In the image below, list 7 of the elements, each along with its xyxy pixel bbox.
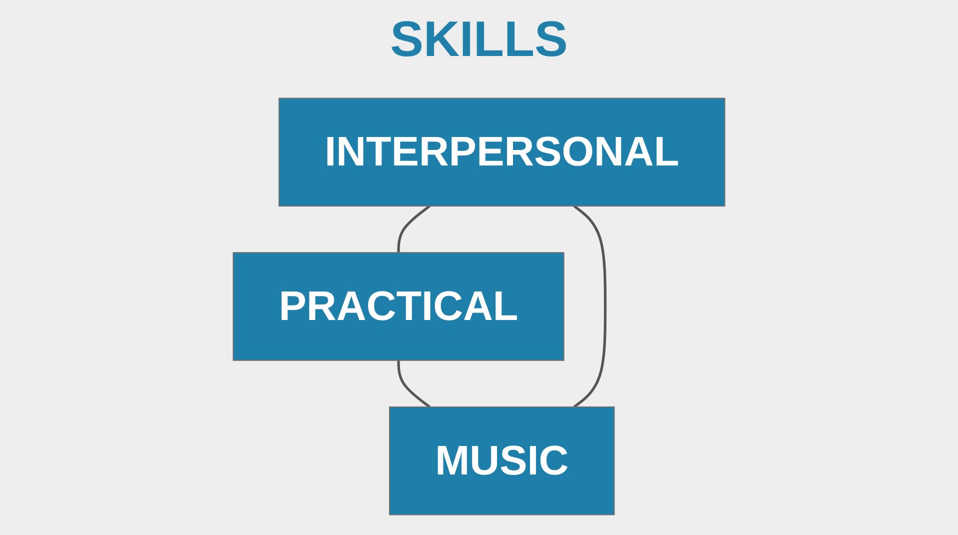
skill-box: INTERPERSONAL [278,98,726,207]
connector-line [397,204,431,253]
connector-line [573,204,607,408]
diagram-title: SKILLS [390,12,568,67]
connector-line [397,360,431,408]
skill-box: PRACTICAL [232,252,564,361]
skill-box: MUSIC [389,406,615,516]
